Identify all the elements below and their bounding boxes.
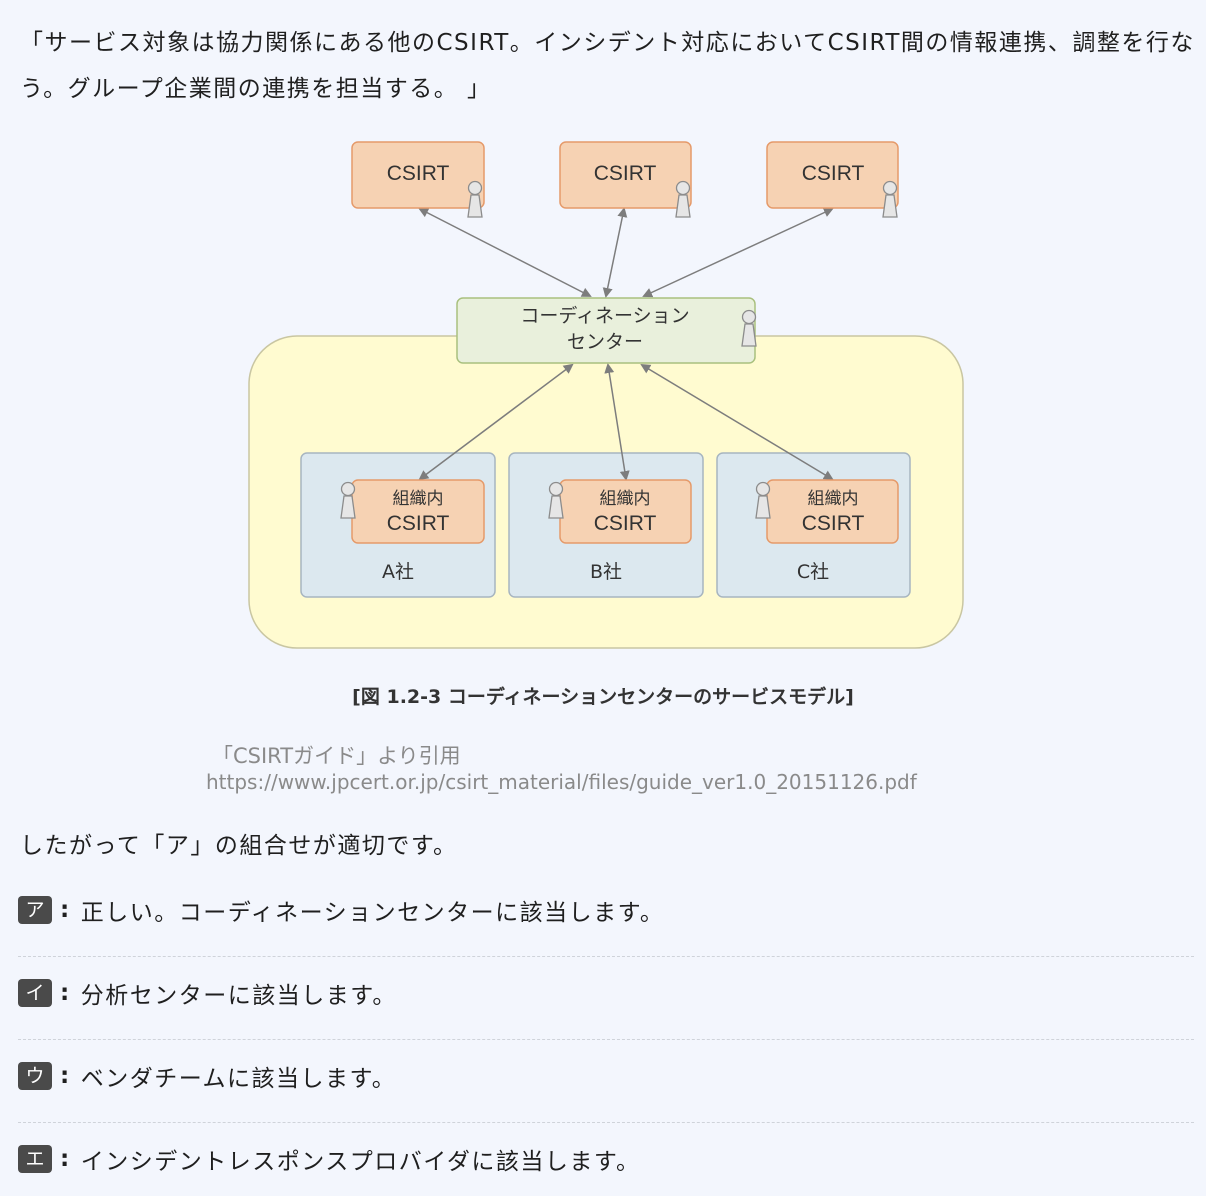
top-csirt-node-1: CSIRT bbox=[351, 141, 485, 209]
company-label-a: A社 bbox=[382, 561, 414, 583]
top-csirt-node-3: CSIRT bbox=[766, 141, 899, 209]
source-url: https://www.jpcert.or.jp/csirt_material/… bbox=[206, 770, 917, 794]
top-csirt-label-2: CSIRT bbox=[594, 162, 657, 185]
choice-a-colon: : bbox=[60, 897, 71, 923]
choice-a: ア : 正しい。コーディネーションセンターに該当します。 bbox=[18, 890, 1194, 930]
person-icon bbox=[548, 481, 564, 519]
person-icon bbox=[882, 180, 898, 218]
top-csirt-node-2: CSIRT bbox=[559, 141, 692, 209]
top-csirt-label-1: CSIRT bbox=[387, 162, 450, 185]
figure-caption: [図 1.2-3 コーディネーションセンターのサービスモデル] bbox=[352, 686, 854, 708]
choice-i: イ : 分析センターに該当します。 bbox=[18, 973, 1194, 1013]
arrow-bottom-3 bbox=[640, 363, 834, 481]
divider bbox=[18, 1039, 1194, 1040]
person-icon bbox=[741, 309, 757, 347]
choice-e: エ : インシデントレスポンスプロバイダに該当します。 bbox=[18, 1139, 1194, 1179]
choice-u-colon: : bbox=[60, 1063, 71, 1089]
person-icon bbox=[467, 180, 483, 218]
choice-u-badge: ウ bbox=[18, 1062, 52, 1090]
internal-csirt-label-b-1: 組織内 bbox=[600, 489, 651, 509]
choice-i-text: 分析センターに該当します。 bbox=[80, 983, 397, 1009]
choice-e-text: インシデントレスポンスプロバイダに該当します。 bbox=[80, 1149, 641, 1175]
internal-csirt-label-a-1: 組織内 bbox=[393, 489, 444, 509]
source-citation: 「CSIRTガイド」より引用 bbox=[212, 744, 461, 768]
choice-a-badge: ア bbox=[18, 896, 52, 924]
coordination-center-diagram: CSIRT CSIRT CSIRT コーディネーション センター 組織内 CSI… bbox=[248, 141, 964, 649]
center-label-line2: センター bbox=[567, 331, 643, 353]
choice-u: ウ : ベンダチームに該当します。 bbox=[18, 1056, 1194, 1096]
choice-a-text: 正しい。コーディネーションセンターに該当します。 bbox=[80, 900, 665, 926]
conclusion-text: したがって「ア」の組合せが適切です。 bbox=[20, 833, 458, 859]
arrow-top-2 bbox=[602, 207, 628, 298]
choice-e-badge: エ bbox=[18, 1145, 52, 1173]
internal-csirt-node-a: 組織内 CSIRT bbox=[351, 479, 485, 544]
coordination-center-node: コーディネーション センター bbox=[456, 297, 756, 364]
intro-text: 「サービス対象は協力関係にある他のCSIRT。インシデント対応においてCSIRT… bbox=[20, 30, 1195, 102]
choice-u-text: ベンダチームに該当します。 bbox=[80, 1066, 397, 1092]
divider bbox=[18, 956, 1194, 957]
internal-csirt-node-c: 組織内 CSIRT bbox=[766, 479, 899, 544]
divider bbox=[18, 1122, 1194, 1123]
internal-csirt-label-a-2: CSIRT bbox=[387, 512, 450, 535]
arrow-top-3 bbox=[642, 207, 834, 298]
top-csirt-label-3: CSIRT bbox=[802, 162, 865, 185]
choice-i-colon: : bbox=[60, 980, 71, 1006]
person-icon bbox=[340, 481, 356, 519]
internal-csirt-label-c-2: CSIRT bbox=[802, 512, 865, 535]
choice-e-colon: : bbox=[60, 1146, 71, 1172]
company-label-b: B社 bbox=[590, 561, 622, 583]
arrow-top-1 bbox=[418, 208, 592, 297]
internal-csirt-node-b: 組織内 CSIRT bbox=[559, 479, 692, 544]
company-label-c: C社 bbox=[797, 561, 829, 583]
person-icon bbox=[755, 481, 771, 519]
choice-i-badge: イ bbox=[18, 979, 52, 1007]
arrow-bottom-2 bbox=[604, 363, 630, 481]
center-label-line1: コーディネーション bbox=[520, 305, 689, 327]
person-icon bbox=[675, 180, 691, 218]
internal-csirt-label-b-2: CSIRT bbox=[594, 512, 657, 535]
internal-csirt-label-c-1: 組織内 bbox=[808, 489, 859, 509]
arrow-bottom-1 bbox=[418, 363, 574, 481]
